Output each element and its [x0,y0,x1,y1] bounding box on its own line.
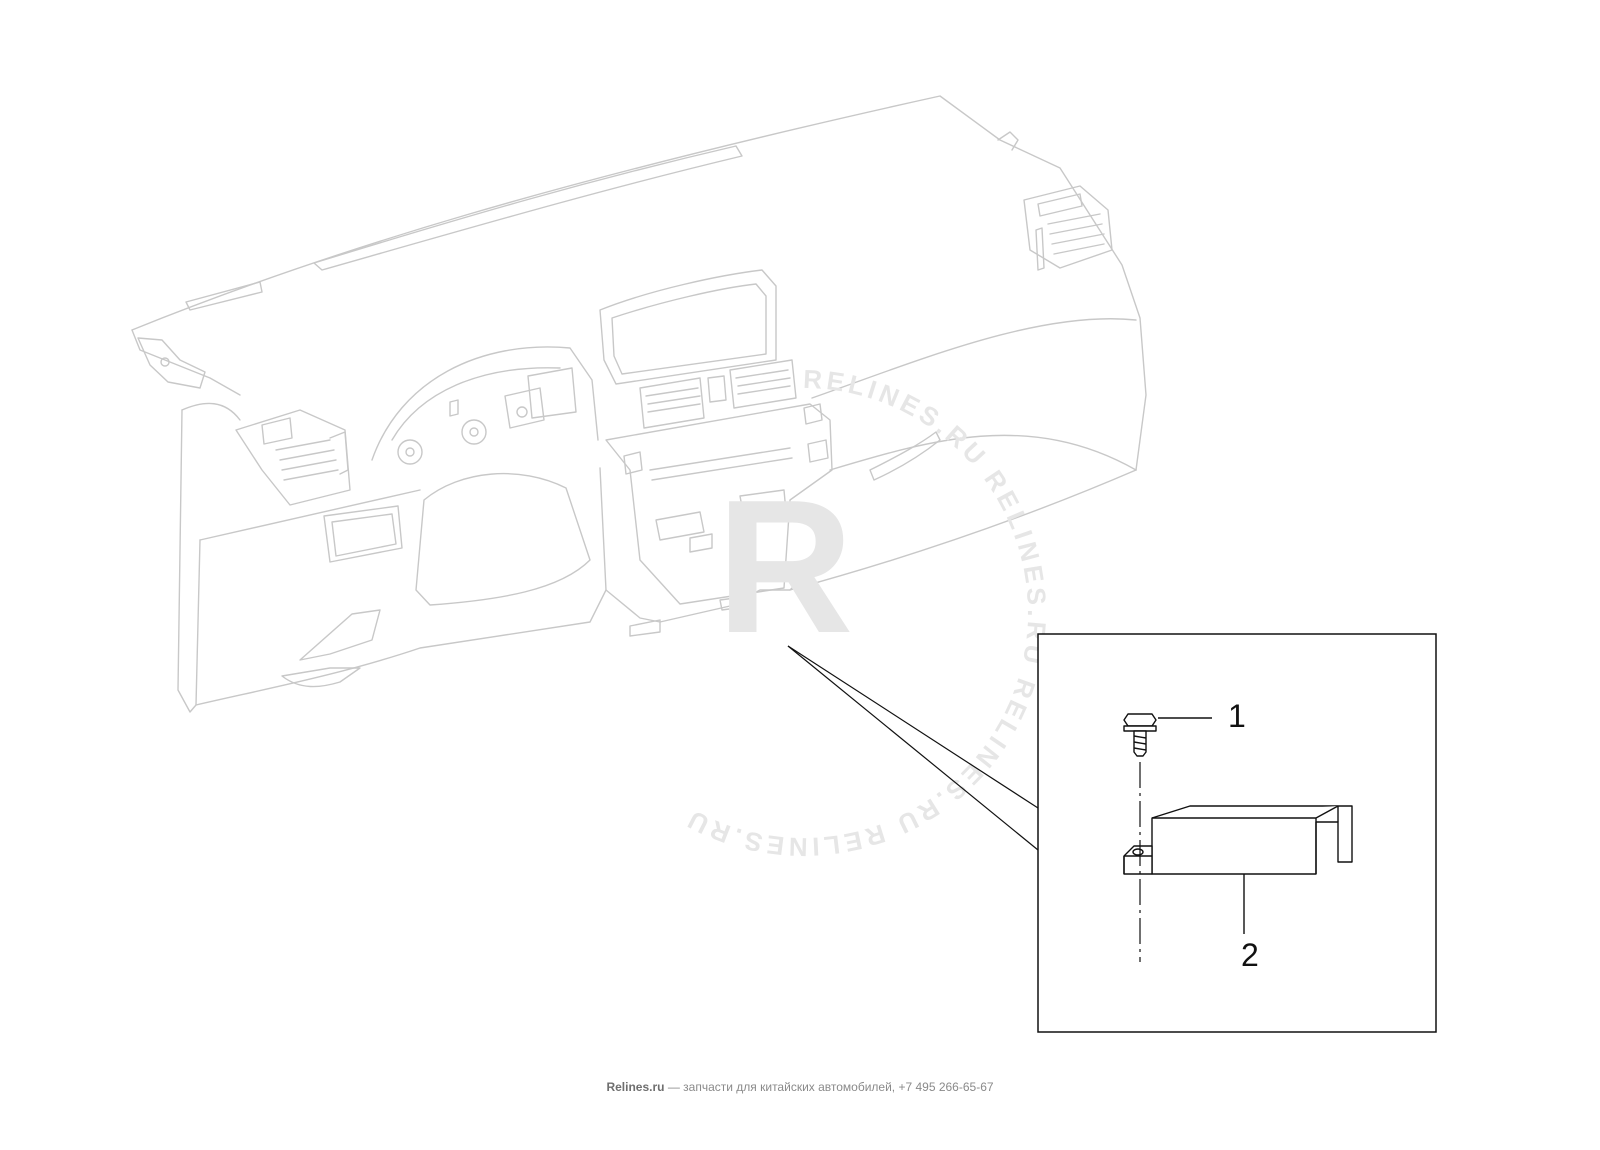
bracket-icon [1123,805,1353,875]
dashboard-assembly [131,95,1147,713]
bolt-icon [1123,713,1157,757]
callout-1: 1 [1228,698,1246,734]
callout-leaders [1158,717,1245,934]
detail-leader-lines [787,645,1039,851]
watermark-letter: R [716,461,853,673]
footer-tagline: — запчасти для китайских автомобилей, +7… [664,1080,994,1094]
watermark: R RELINES.RU RELINES.RU RELINES.RU RELIN… [680,364,1048,862]
callout-2: 2 [1241,937,1259,973]
footer-site-link[interactable]: Relines.ru [606,1080,665,1094]
footer: Relines.ru — запчасти для китайских авто… [0,1080,1600,1094]
